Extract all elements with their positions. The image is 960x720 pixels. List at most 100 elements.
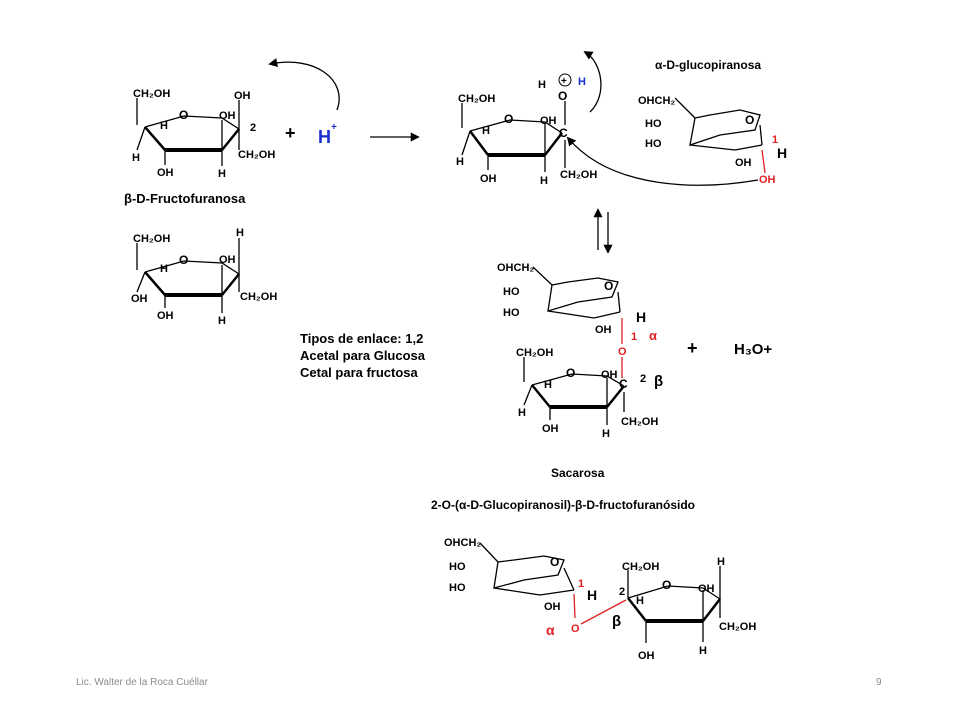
oh-label: OH <box>601 369 618 381</box>
h-label: H <box>777 145 787 161</box>
h-label: H <box>132 152 140 164</box>
oh-label: OH <box>698 583 715 595</box>
ring-oxygen-label: O <box>566 366 575 380</box>
ch2oh-label: CH₂OH <box>622 561 659 573</box>
h-label: H <box>699 645 707 657</box>
carbon-1-label: 1 <box>772 134 778 146</box>
anomeric-oh-label: OH <box>759 174 776 186</box>
ring-oxygen-label: O <box>604 279 613 293</box>
carbon-2-label: 2 <box>619 586 625 598</box>
h-label: H <box>540 175 548 187</box>
carbon-label: C <box>559 126 568 140</box>
ch2oh-label: CH₂OH <box>240 291 277 303</box>
sucrose-systematic-name: 2-O-(α-D-Glucopiranosil)-β-D-fructofuran… <box>431 498 695 512</box>
ch2oh-label: CH₂OH <box>516 347 553 359</box>
ho-label: HO <box>645 118 662 130</box>
h-label: H <box>160 263 168 275</box>
curved-arrow-icon <box>566 136 759 186</box>
h-label: H <box>636 595 644 607</box>
h-label: H <box>518 407 526 419</box>
h-label: H <box>482 125 490 137</box>
carbon-1-label: 1 <box>578 578 584 590</box>
equilibrium-arrow-icon <box>593 208 613 254</box>
alpha-label: α <box>546 622 555 638</box>
oh-label: OH <box>544 601 561 613</box>
oh-label: OH <box>638 650 655 662</box>
charge-plus: + <box>561 76 567 87</box>
ring-oxygen-label: O <box>179 253 188 267</box>
beta-label: β <box>654 373 663 390</box>
h-label: H <box>636 309 646 325</box>
sucrose-bottom-glucose-unit: OHCH₂ O HO HO OH 1 H O α <box>444 537 627 638</box>
acetal-line: Acetal para Glucosa <box>300 348 426 363</box>
ho-label: HO <box>503 286 520 298</box>
footer-author: Lic. Walter de la Roca Cuéllar <box>76 677 208 688</box>
glucose-name: α-D-glucopiranosa <box>655 58 761 72</box>
ring-oxygen-label: O <box>745 113 754 127</box>
h-label: H <box>218 315 226 327</box>
ch2oh-label: CH₂OH <box>238 149 275 161</box>
ho-label: HO <box>645 138 662 150</box>
page-number: 9 <box>876 677 882 688</box>
ho-label: HO <box>449 561 466 573</box>
oh-label: OH <box>219 110 236 122</box>
fructofuranose-structure-1: CH₂OH O H H OH OH H OH CH₂OH 2 <box>132 88 275 180</box>
carbon-2-label: 2 <box>250 122 256 134</box>
h-label: H <box>160 120 168 132</box>
glycosidic-oxygen-label: O <box>571 623 580 635</box>
ring-oxygen-label: O <box>550 555 559 569</box>
protonated-fructose-structure: CH₂OH O H H OH OH H C O H + H CH₂OH <box>456 73 597 187</box>
ch2oh-label: CH₂OH <box>133 88 170 100</box>
ohch2-label: OHCH₂ <box>444 537 481 549</box>
glycosidic-oxygen-label: O <box>618 346 627 358</box>
plus-sign: + <box>687 338 698 358</box>
proton-symbol: H <box>318 127 331 147</box>
added-proton-label: H <box>578 76 586 88</box>
oh-label: OH <box>131 293 148 305</box>
oh-label: OH <box>219 254 236 266</box>
oh-label: OH <box>480 173 497 185</box>
h-label: H <box>544 379 552 391</box>
hydronium-product: H₃O+ <box>734 341 772 358</box>
oxygen-label: O <box>558 89 567 103</box>
h-label: H <box>602 428 610 440</box>
curved-arrow-icon <box>268 58 340 111</box>
fructose-name: β-D-Fructofuranosa <box>124 191 246 206</box>
beta-label: β <box>612 613 621 630</box>
h-label: H <box>456 156 464 168</box>
ring-oxygen-label: O <box>662 578 671 592</box>
ho-label: HO <box>503 307 520 319</box>
plus-sign: + <box>285 123 296 143</box>
sucrose-name: Sacarosa <box>551 466 605 480</box>
h-label: H <box>218 168 226 180</box>
sucrose-bottom-fructose-unit: CH₂OH 2 H O β OH OH H H CH₂OH <box>612 556 756 662</box>
bond-type-line: Tipos de enlace: 1,2 <box>300 331 423 346</box>
oh-label: OH <box>595 324 612 336</box>
oh-label: OH <box>542 423 559 435</box>
h-label: H <box>587 587 597 603</box>
oh-label: OH <box>540 115 557 127</box>
carbon-label: C <box>619 377 628 391</box>
carbon-1-label: 1 <box>631 331 637 343</box>
proton-charge: + <box>331 122 337 133</box>
ring-oxygen-label: O <box>179 108 188 122</box>
ch2oh-label: CH₂OH <box>621 416 658 428</box>
ho-label: HO <box>449 582 466 594</box>
fructofuranose-structure-2: CH₂OH O OH H OH OH H H CH₂OH <box>131 227 277 327</box>
ketal-line: Cetal para fructosa <box>300 365 419 380</box>
sucrose-glucose-unit: OHCH₂ O HO HO OH H 1 α O <box>497 262 657 378</box>
oh-label: OH <box>735 157 752 169</box>
ch2oh-label: CH₂OH <box>560 169 597 181</box>
ohch2-label: OHCH₂ <box>497 262 534 274</box>
alpha-label: α <box>649 328 657 343</box>
ch2oh-label: CH₂OH <box>133 233 170 245</box>
oh-label: OH <box>157 310 174 322</box>
h-label: H <box>236 227 244 239</box>
carbon-2-label: 2 <box>640 373 646 385</box>
ring-oxygen-label: O <box>504 112 513 126</box>
h-label: H <box>717 556 725 568</box>
oh-label: OH <box>234 90 251 102</box>
sucrose-fructose-unit: CH₂OH O H H OH OH H C 2 β CH₂OH <box>516 347 663 440</box>
oh-label: OH <box>157 167 174 179</box>
